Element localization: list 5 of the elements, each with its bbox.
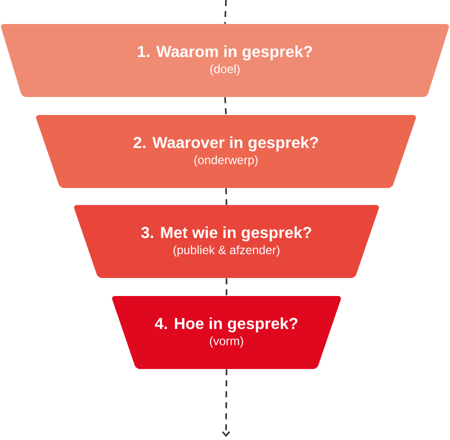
dashed-arrow <box>222 369 230 437</box>
funnel-step: 4. Hoe in gesprek? (vorm) <box>112 296 341 369</box>
funnel-step: 1. Waarom in gesprek? (doel) <box>1 24 449 97</box>
funnel-step: 3. Met wie in gesprek? (publiek & afzender) <box>74 205 379 278</box>
funnel-step: 2. Waarover in gesprek? (onderwerp) <box>36 115 416 188</box>
